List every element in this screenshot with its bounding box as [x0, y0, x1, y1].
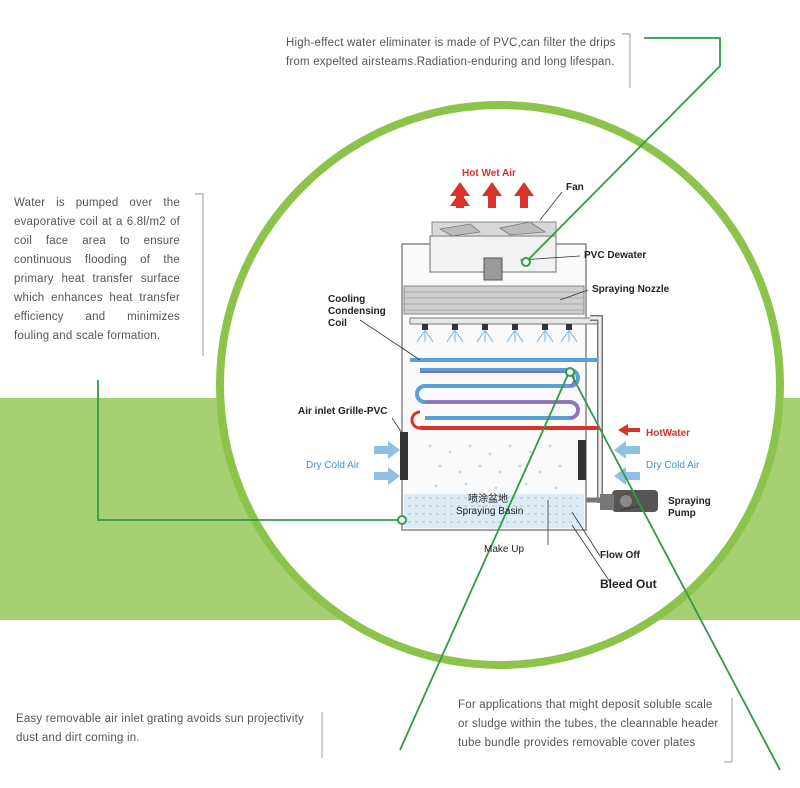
callout-water-eliminator-text: High-effect water eliminater is made of …: [286, 37, 616, 68]
callout-evaporative-coil: Water is pumped over the evaporative coi…: [14, 194, 180, 346]
label-dry-cold-air-left: Dry Cold Air: [306, 460, 360, 471]
callout-left-bracket: [195, 193, 204, 356]
air-inlet-grille-right: [578, 440, 586, 480]
callout-header-tube-bundle-text: For applications that might deposit solu…: [458, 699, 719, 749]
air-inlet-grille-left: [400, 432, 408, 480]
label-dry-cold-air-right: Dry Cold Air: [646, 460, 700, 471]
label-pvc-dewater: PVC Dewater: [584, 250, 646, 261]
label-spraying-nozzle: Spraying Nozzle: [592, 284, 670, 295]
hot-wet-air-arrows: [450, 182, 534, 208]
coil-inlet-pipe: [410, 358, 598, 362]
spraying-pump: [586, 490, 658, 512]
label-leaders: [359, 191, 641, 583]
callout-evaporative-coil-text: Water is pumped over the evaporative coi…: [14, 197, 180, 342]
label-spraying-basin-cn: 喷涂盆地: [468, 492, 508, 505]
spray-header: [409, 317, 601, 325]
label-flow-off: Flow Off: [600, 550, 641, 561]
label-cooling-1: Cooling: [328, 294, 365, 305]
hot-water-arrow: [618, 424, 640, 436]
callout-bottom-right-bracket: [724, 698, 733, 763]
label-fan: Fan: [566, 182, 584, 193]
label-spraying-basin: Spraying Basin: [456, 506, 523, 517]
label-spraying-pump-1: Spraying: [668, 496, 711, 507]
label-hot-wet-air: Hot Wet Air: [462, 168, 516, 179]
callout-header-tube-bundle: For applications that might deposit solu…: [458, 696, 720, 753]
callout-water-eliminator: High-effect water eliminater is made of …: [286, 34, 616, 72]
spray-nozzles: [416, 324, 578, 343]
label-spraying-pump-2: Pump: [668, 508, 696, 519]
label-cooling-3: Coil: [328, 318, 347, 329]
callout-air-inlet-grating: Easy removable air inlet grating avoids …: [16, 710, 316, 748]
callout-top-bracket: [622, 33, 631, 88]
dry-cold-air-arrows-right: [614, 441, 640, 485]
label-make-up: Make Up: [484, 544, 524, 555]
callout-connectors: [97, 37, 781, 771]
water-droplets: [428, 444, 562, 490]
label-hot-water: HotWater: [646, 428, 690, 439]
callout-air-inlet-grating-text: Easy removable air inlet grating avoids …: [16, 713, 304, 744]
label-bleed-out: Bleed Out: [600, 577, 657, 591]
label-air-inlet-grille: Air inlet Grille-PVC: [298, 406, 387, 417]
fan-motor: [483, 257, 503, 281]
pvc-dewater: [403, 285, 585, 315]
dry-cold-air-arrows-left: [374, 441, 400, 485]
label-cooling-2: Condensing: [328, 306, 386, 317]
